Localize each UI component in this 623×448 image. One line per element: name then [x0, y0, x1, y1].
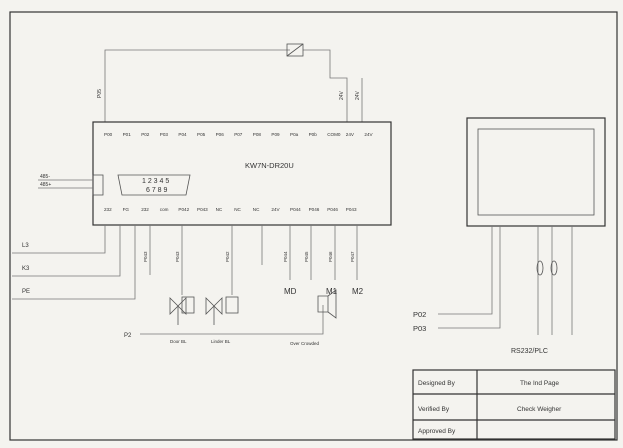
top-terminal-1: P01 [123, 132, 132, 137]
top-terminal-14: 24V [364, 132, 373, 137]
drop-label-5: P045 [304, 251, 309, 262]
verified-by-label: Verified By [418, 406, 450, 413]
top-terminal-12: COM0 [327, 132, 341, 137]
monitor-screen [477, 128, 595, 216]
top-terminal-7: P07 [234, 132, 243, 137]
bottom-terminal-13: P043 [346, 207, 357, 212]
top-terminal-8: P08 [253, 132, 262, 137]
door-valve [169, 296, 195, 325]
drop-label-2: P043 [175, 251, 180, 262]
motor-m2-label: M2 [352, 287, 364, 296]
over-crowded-label: Over Crowded [290, 341, 320, 346]
bottom-terminal-3: com [160, 207, 169, 212]
input-label-k3: K3 [22, 266, 30, 272]
buzzer-symbol [317, 289, 337, 319]
bottom-terminal-9: 24V [271, 207, 280, 212]
motor-m1-label: M1 [326, 287, 338, 296]
supply-line-k3 [12, 225, 121, 277]
verified-by-value: Check Weigher [517, 406, 562, 413]
approved-by-label: Approved By [418, 428, 456, 435]
rs232-label: RS232/PLC [511, 348, 548, 355]
port-label-p03: P03 [413, 324, 426, 333]
controller-model: KW7N-DR20U [245, 161, 294, 170]
bottom-terminal-8: NC [253, 207, 260, 212]
top-terminal-10: P0a [290, 132, 299, 137]
top-terminal-13: 24V [346, 132, 355, 137]
monitor-wire-p02 [438, 226, 493, 315]
bottom-terminal-0: 232 [104, 207, 112, 212]
designed-by-label: Designed By [418, 380, 456, 387]
bottom-terminal-2: 232 [141, 207, 149, 212]
bottom-terminal-1: FG [123, 207, 130, 212]
db9-row1: 1 2 3 4 5 [142, 178, 169, 185]
door-valve-label: Door BL [170, 339, 187, 344]
bottom-terminal-row: 232 FG 232 com P042 P043 NC NC NC 24V P044 P046 P046… [104, 207, 357, 212]
rs485-plus-label: 485+ [40, 182, 51, 188]
input-label-l3: L3 [22, 243, 29, 249]
bottom-terminal-5: P043 [197, 207, 208, 212]
rs485-terminal [92, 174, 104, 196]
controller-box [92, 121, 392, 226]
bottom-terminal-12: P046 [327, 207, 338, 212]
drop-label-1: P043 [143, 251, 148, 262]
valve-return-wire [140, 305, 324, 335]
top-terminal-4: P04 [178, 132, 187, 137]
drawing-frame [9, 11, 618, 441]
top-fuse [286, 43, 304, 57]
top-terminal-3: P03 [160, 132, 169, 137]
bottom-terminal-4: P042 [178, 207, 189, 212]
top-terminal-9: P09 [271, 132, 280, 137]
bottom-terminal-6: NC [216, 207, 223, 212]
linder-valve-label: Linder BL [211, 339, 231, 344]
db9-row2: 6 7 8 9 [146, 187, 168, 194]
drop-label-6: P046 [328, 251, 333, 262]
supply-line-l3 [12, 225, 106, 254]
title-block [412, 369, 616, 440]
top-terminal-row: P00 P01 P02 P03 P04 P05 P06 P07 P08 P09 P0a P0b COM0… [104, 132, 374, 137]
top-terminal-0: P00 [104, 132, 113, 137]
top-wire-right [303, 49, 348, 122]
top-right-wire-label-1: 24V [339, 90, 345, 100]
bottom-terminal-7: NC [234, 207, 241, 212]
top-terminal-5: P05 [197, 132, 206, 137]
monitor-outer [466, 117, 606, 227]
top-left-wire-label: P05 [97, 89, 103, 98]
drop-label-4: P044 [283, 251, 288, 262]
rs485-minus-label: 485- [40, 174, 50, 180]
monitor-wire-p03 [438, 226, 501, 329]
p-label: P2 [124, 333, 132, 339]
drop-label-7: P047 [350, 251, 355, 262]
port-label-p02: P02 [413, 310, 426, 319]
ferrite-1 [536, 260, 544, 276]
ferrite-2 [550, 260, 558, 276]
top-terminal-11: P0b [309, 132, 318, 137]
top-fuse-slash [286, 43, 304, 57]
top-right-wire-label-2: 24V [355, 90, 361, 100]
motor-md-label: MD [284, 287, 297, 296]
top-wire-left [104, 49, 290, 122]
linder-valve [205, 296, 239, 325]
db9-connector [117, 174, 191, 196]
supply-line-pe [12, 225, 136, 300]
bottom-terminal-10: P044 [290, 207, 301, 212]
top-terminal-6: P06 [216, 132, 225, 137]
input-label-pe: PE [22, 289, 30, 295]
drop-label-3: P042 [225, 251, 230, 262]
designed-by-value: The Ind Page [520, 380, 559, 387]
top-terminal-2: P02 [141, 132, 150, 137]
bottom-terminal-11: P046 [309, 207, 320, 212]
